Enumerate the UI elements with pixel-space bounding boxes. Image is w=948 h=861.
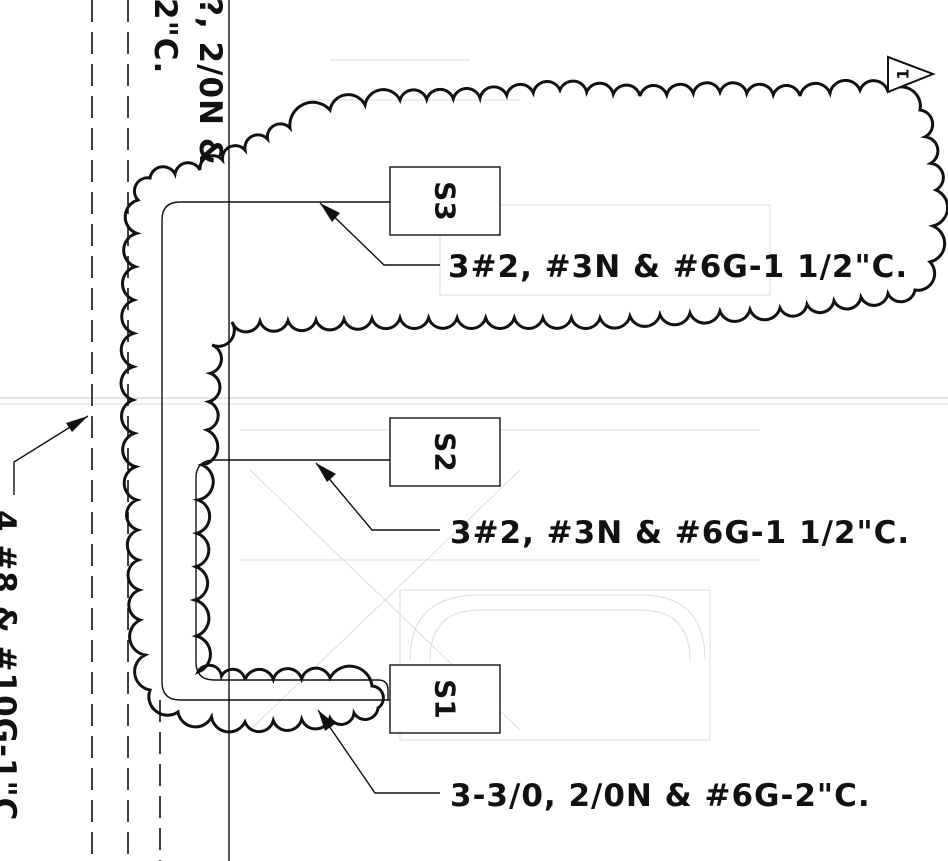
leaders: [13, 202, 440, 794]
section-box-s2: S2: [389, 417, 501, 487]
top-vertical-fragment-1: ?, 2/0N &: [192, 0, 228, 166]
callout-left-vertical: 4 #8 & #10G-1"C.: [0, 510, 22, 834]
revision-tag: 1: [887, 55, 936, 94]
dashed-runs: [91, 0, 161, 861]
section-box-s1: S1: [389, 664, 501, 734]
conduit-routes: [161, 201, 390, 701]
revision-cloud: [119, 78, 948, 734]
section-label-s3: S3: [429, 181, 462, 221]
revision-cloud-outline: [119, 78, 948, 734]
callout-s3: 3#2, #3N & #6G-1 1/2"C.: [448, 249, 908, 285]
section-label-s2: S2: [429, 432, 462, 472]
revision-tag-number: 1: [894, 68, 913, 79]
callout-s1: 3-3/0, 2/0N & #6G-2"C.: [450, 778, 871, 814]
background-underlay: [0, 59, 948, 741]
top-vertical-fragment-2: 2"C.: [147, 0, 183, 74]
section-box-s3: S3: [389, 166, 501, 236]
callout-s2: 3#2, #3N & #6G-1 1/2"C.: [450, 515, 910, 551]
section-label-s1: S1: [429, 679, 462, 719]
